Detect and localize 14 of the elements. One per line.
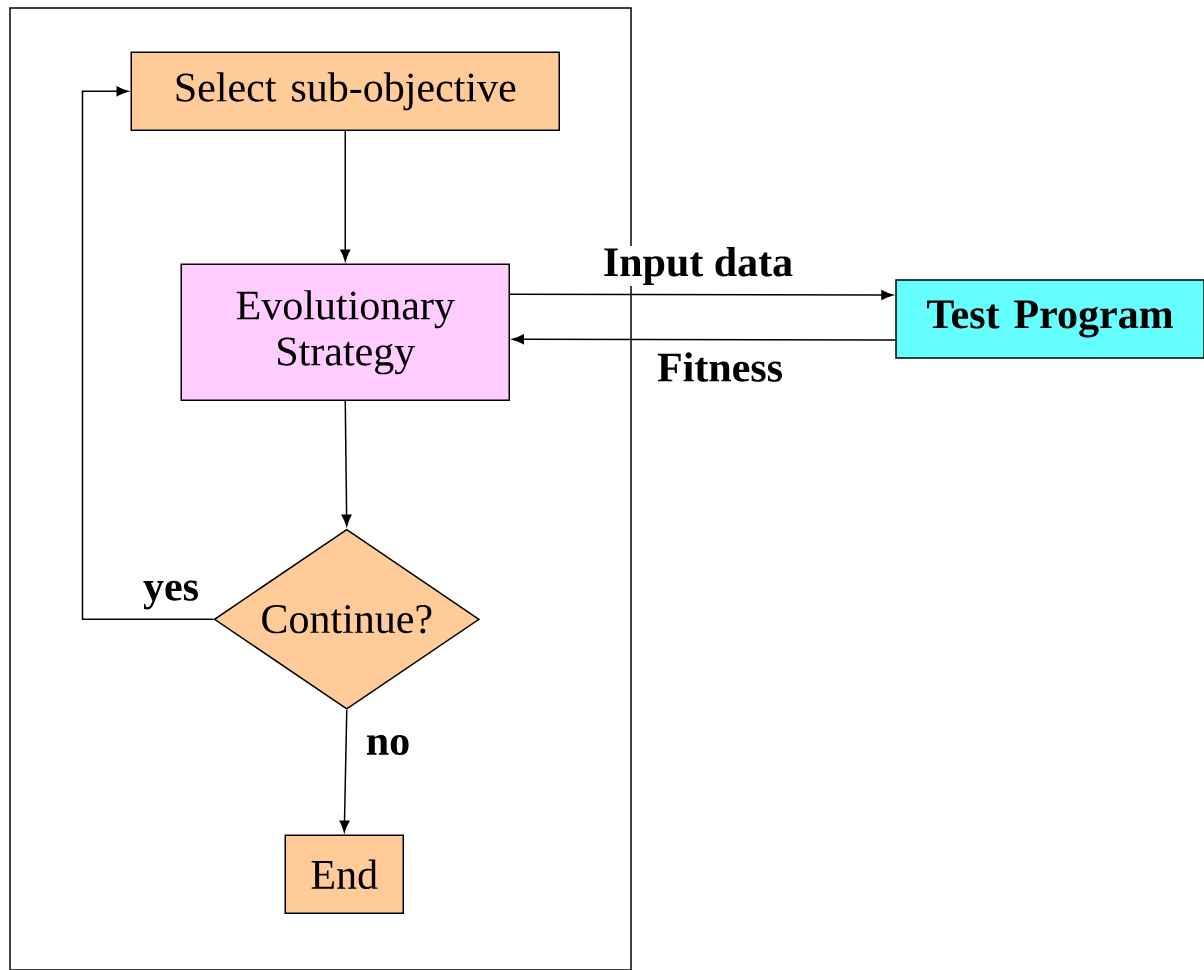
edge-label: Fitness: [656, 351, 784, 383]
edge-label: no: [364, 733, 412, 757]
arrow: [341, 400, 352, 527]
process-box: Evolutionary Strategy: [180, 263, 510, 401]
process-box: Test Program: [895, 279, 1204, 359]
process-box: End: [284, 834, 404, 914]
arrow: [512, 334, 896, 345]
edge-label: yes: [142, 579, 200, 611]
arrow: [340, 130, 351, 262]
process-box: Select sub-objective: [130, 51, 560, 131]
edge-label: Input data: [601, 245, 795, 287]
arrow: [81, 86, 215, 620]
arrow: [509, 290, 894, 300]
arrow: [339, 709, 350, 833]
